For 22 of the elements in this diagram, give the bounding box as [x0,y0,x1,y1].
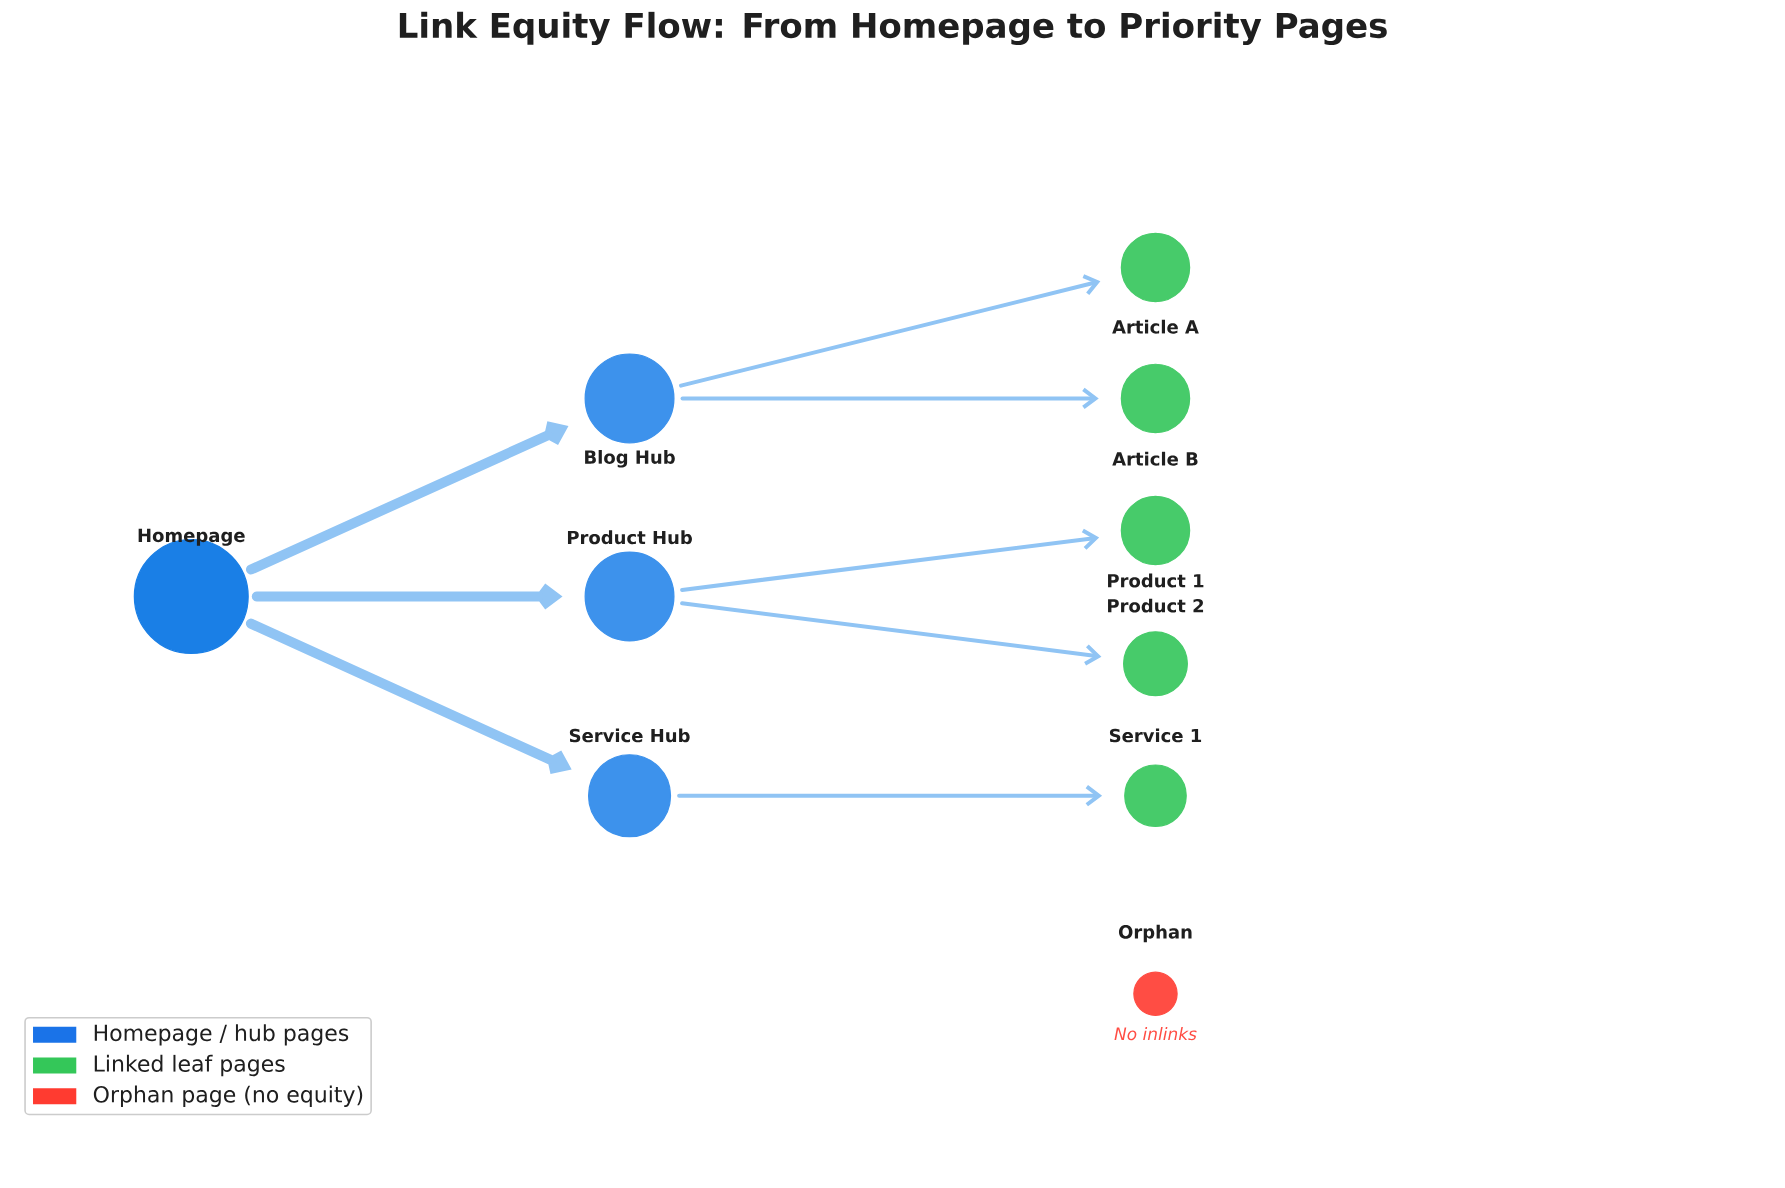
arrow [677,784,1103,807]
node-label: Service Hub [569,728,690,743]
legend-label: Orphan page (no equity) [93,1085,363,1107]
arrow [245,618,572,774]
node-label: Product 1 [1108,573,1204,588]
node-label: Article A [1112,319,1199,334]
arrow [251,583,563,610]
title: Link Equity Flow: From Homepage to Priority Pages [399,11,1387,45]
node-label: Service 1 [1109,728,1202,743]
arrow [245,421,569,575]
arrow [679,274,1101,388]
legend-label: Homepage / hub pages [94,1023,349,1046]
arrow [680,387,1099,409]
arrow [680,601,1102,666]
node-label: Blog Hub [585,449,675,468]
arrow [680,528,1100,592]
note: No inlinks [1114,1026,1197,1040]
legend-label: Linked leaf pages [94,1054,285,1076]
node-label: Product 2 [1108,598,1204,613]
node-label: Product Hub [567,530,692,545]
node-label: Orphan [1118,924,1192,942]
node-label: Article B [1112,451,1198,466]
